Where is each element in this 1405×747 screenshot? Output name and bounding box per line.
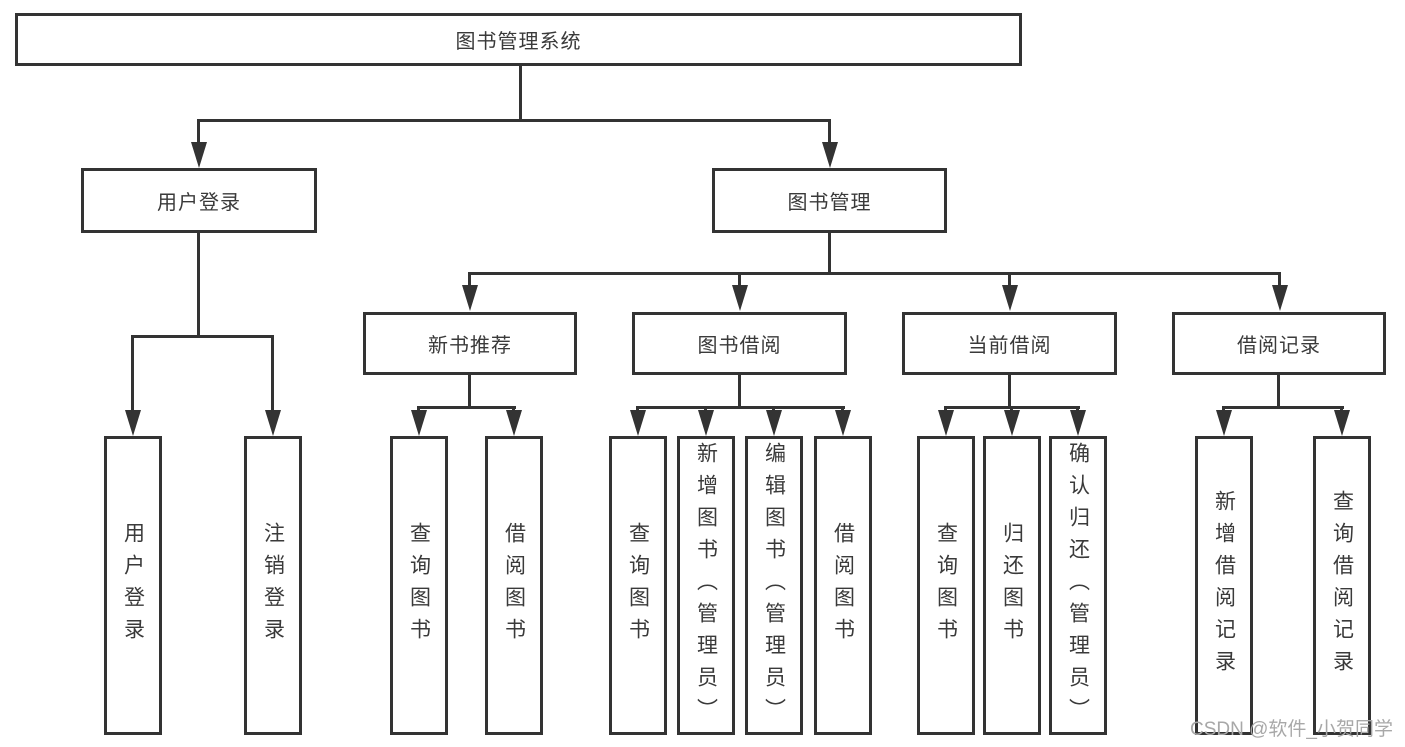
node-borrowing-records: 借阅记录 — [1172, 312, 1386, 375]
node-book-borrowing: 图书借阅 — [632, 312, 847, 375]
connector-new-book-stem — [468, 373, 471, 408]
connector-book-borrow-rail — [636, 406, 845, 409]
arrowhead-icon — [506, 410, 522, 436]
arrowhead-icon — [1334, 410, 1350, 436]
connector-root-stem — [519, 64, 522, 121]
leaf-add-borrow-record: 新增借阅记录 — [1195, 436, 1253, 735]
arrowhead-icon — [822, 142, 838, 168]
node-label: 当前借阅 — [967, 335, 1052, 357]
leaf-label: 注销登录 — [261, 521, 285, 650]
node-label: 新书推荐 — [428, 335, 512, 357]
connector-borrow-records-rail — [1222, 406, 1344, 409]
node-label: 用户登录 — [157, 192, 241, 214]
leaf-query-books-current: 查询图书 — [917, 436, 975, 735]
leaf-label: 新增图书（管理员） — [694, 441, 718, 730]
node-label: 图书管理系统 — [455, 31, 582, 53]
arrowhead-icon — [411, 410, 427, 436]
connector-book-mgmt-stem — [828, 231, 831, 274]
arrowhead-icon — [732, 285, 748, 311]
connector-current-borrow-stem — [1008, 373, 1011, 408]
connector-level2-rail — [197, 119, 831, 122]
arrowhead-icon — [1002, 285, 1018, 311]
arrowhead-icon — [125, 410, 141, 436]
watermark: CSDN @软件_小贺同学 — [1190, 719, 1393, 740]
arrowhead-icon — [938, 410, 954, 436]
arrowhead-icon — [698, 410, 714, 436]
leaf-label: 用户登录 — [121, 521, 145, 650]
connector-user-login-stem — [197, 231, 200, 337]
node-label: 借阅记录 — [1237, 335, 1321, 357]
leaf-label: 新增借阅记录 — [1212, 489, 1236, 682]
connector-arrow-stem — [197, 119, 200, 144]
arrowhead-icon — [462, 285, 478, 311]
leaf-label: 查询图书 — [407, 521, 431, 650]
leaf-query-borrow-record: 查询借阅记录 — [1313, 436, 1371, 735]
leaf-label: 借阅图书 — [502, 521, 526, 650]
node-label: 图书借阅 — [697, 335, 782, 357]
leaf-edit-book-admin: 编辑图书（管理员） — [745, 436, 803, 735]
arrowhead-icon — [1272, 285, 1288, 311]
arrowhead-icon — [1004, 410, 1020, 436]
leaf-label: 查询图书 — [626, 521, 650, 650]
leaf-label: 查询图书 — [934, 521, 958, 650]
leaf-user-login: 用户登录 — [104, 436, 162, 735]
leaf-borrow-books-recommend: 借阅图书 — [485, 436, 543, 735]
leaf-label: 借阅图书 — [831, 521, 855, 650]
arrowhead-icon — [1216, 410, 1232, 436]
leaf-label: 查询借阅记录 — [1330, 489, 1354, 682]
leaf-label: 归还图书 — [1000, 521, 1024, 650]
connector-arrow-stem — [468, 272, 471, 287]
connector-arrow-stem — [828, 119, 831, 144]
leaf-logout: 注销登录 — [244, 436, 302, 735]
leaf-query-books-borrowing: 查询图书 — [609, 436, 667, 735]
connector-level3-rail — [468, 272, 1281, 275]
connector-arrow-stem — [1278, 272, 1281, 287]
arrowhead-icon — [766, 410, 782, 436]
connector-user-login-rail — [131, 335, 274, 338]
connector-arrow-stem — [131, 335, 134, 412]
node-book-management: 图书管理 — [712, 168, 947, 233]
connector-new-book-rail — [417, 406, 516, 409]
connector-arrow-stem — [271, 335, 274, 412]
node-library-management-system: 图书管理系统 — [15, 13, 1022, 66]
node-new-book-recommendation: 新书推荐 — [363, 312, 577, 375]
leaf-label: 编辑图书（管理员） — [762, 441, 786, 730]
arrowhead-icon — [265, 410, 281, 436]
node-label: 图书管理 — [787, 192, 872, 214]
connector-arrow-stem — [738, 272, 741, 287]
arrowhead-icon — [1070, 410, 1086, 436]
node-current-borrowing: 当前借阅 — [902, 312, 1117, 375]
arrowhead-icon — [835, 410, 851, 436]
connector-book-borrow-stem — [738, 373, 741, 408]
leaf-return-book: 归还图书 — [983, 436, 1041, 735]
arrowhead-icon — [630, 410, 646, 436]
arrowhead-icon — [191, 142, 207, 168]
leaf-add-book-admin: 新增图书（管理员） — [677, 436, 735, 735]
connector-arrow-stem — [1008, 272, 1011, 287]
connector-borrow-records-stem — [1277, 373, 1280, 408]
node-user-login: 用户登录 — [81, 168, 317, 233]
leaf-query-books-recommend: 查询图书 — [390, 436, 448, 735]
leaf-confirm-return-admin: 确认归还（管理员） — [1049, 436, 1107, 735]
leaf-borrow-books-borrowing: 借阅图书 — [814, 436, 872, 735]
leaf-label: 确认归还（管理员） — [1066, 441, 1090, 730]
